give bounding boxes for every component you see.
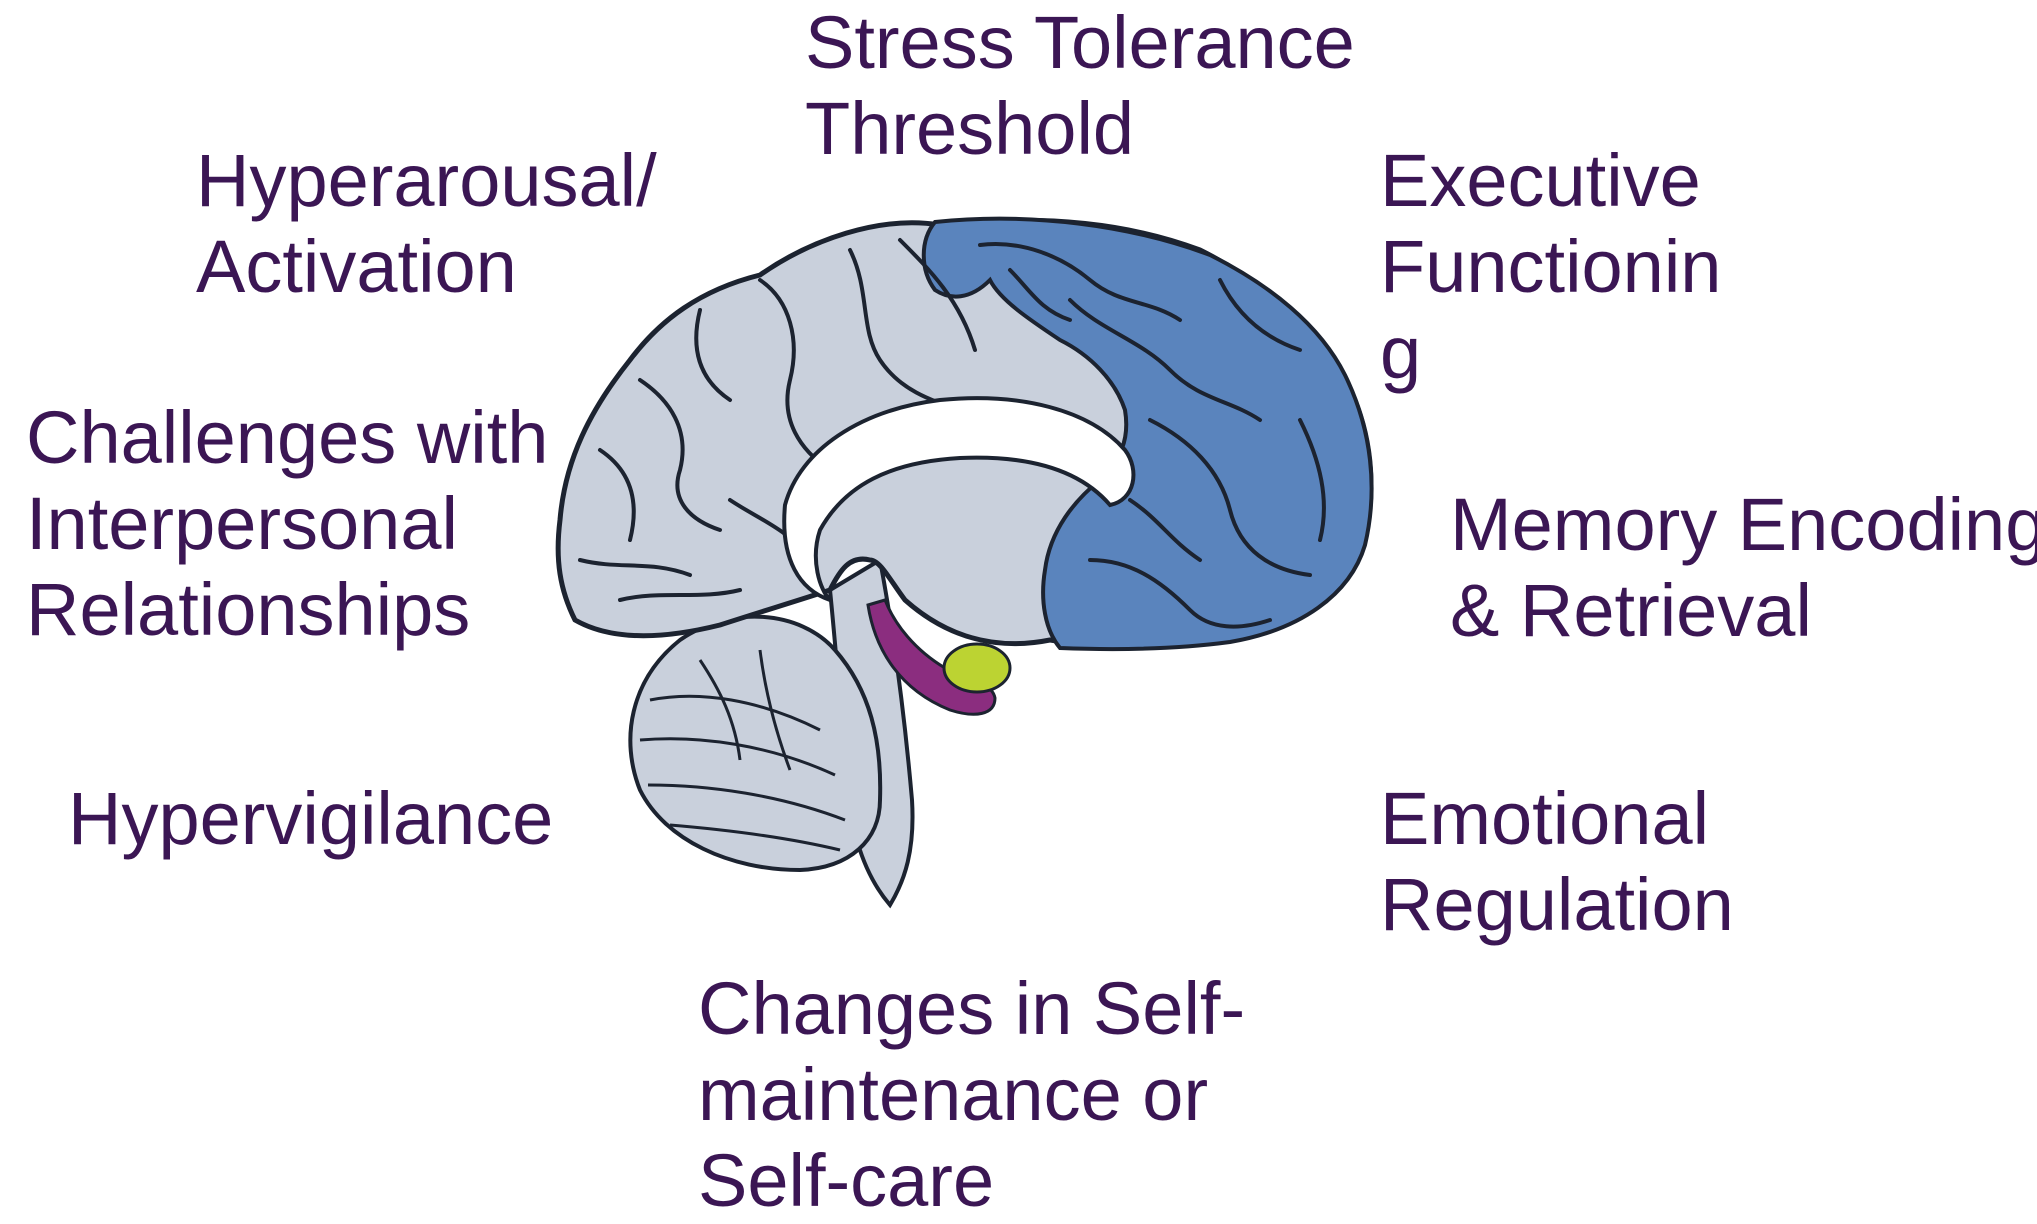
brain-illustration — [540, 200, 1390, 920]
label-selfcare-line1: Changes in Self- — [698, 966, 1245, 1052]
label-selfcare-line2: maintenance or — [698, 1052, 1245, 1138]
label-stress-tolerance: Stress Tolerance Threshold — [805, 0, 1355, 172]
label-interpersonal-line2: Interpersonal — [26, 481, 548, 567]
label-hypervigilance: Hypervigilance — [68, 776, 553, 862]
amygdala — [944, 644, 1010, 692]
label-executive-functioning: Executive Functionin g — [1380, 138, 1721, 396]
label-interpersonal-line1: Challenges with — [26, 395, 548, 481]
label-executive-line2: Functionin — [1380, 224, 1721, 310]
label-memory-line1: Memory Encoding — [1450, 482, 2037, 568]
label-executive-line3: g — [1380, 310, 1721, 396]
label-memory: Memory Encoding & Retrieval — [1450, 482, 2037, 654]
label-stress-tolerance-line2: Threshold — [805, 86, 1355, 172]
label-hypervigilance-line1: Hypervigilance — [68, 776, 553, 862]
label-interpersonal-line3: Relationships — [26, 567, 548, 653]
label-emotional-line1: Emotional — [1380, 776, 1734, 862]
label-stress-tolerance-line1: Stress Tolerance — [805, 0, 1355, 86]
label-self-care: Changes in Self- maintenance or Self-car… — [698, 966, 1245, 1224]
label-hyperarousal: Hyperarousal/ Activation — [196, 138, 657, 310]
label-memory-line2: & Retrieval — [1450, 568, 2037, 654]
label-hyperarousal-line1: Hyperarousal/ — [196, 138, 657, 224]
label-selfcare-line3: Self-care — [698, 1138, 1245, 1224]
label-interpersonal: Challenges with Interpersonal Relationsh… — [26, 395, 548, 653]
label-emotional-line2: Regulation — [1380, 862, 1734, 948]
label-executive-line1: Executive — [1380, 138, 1721, 224]
label-hyperarousal-line2: Activation — [196, 224, 657, 310]
label-emotional-regulation: Emotional Regulation — [1380, 776, 1734, 948]
